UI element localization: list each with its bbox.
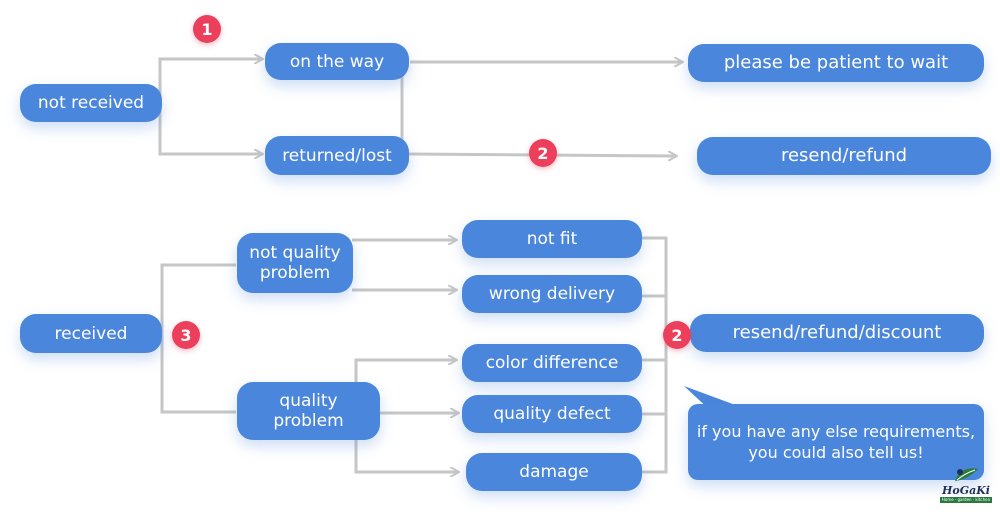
note-line-1: if you have any else requirements, [696,422,976,441]
node-not-fit: not fit [462,220,642,258]
node-received: received [20,314,162,353]
node-color-difference: color difference [462,344,642,382]
badge-3: 3 [172,321,200,349]
logo-tagline: Home · garden · kitchen [939,497,993,503]
node-please-wait: please be patient to wait [688,44,984,82]
badge-2-top: 2 [529,139,557,167]
note-line-2: you could also tell us! [748,443,924,462]
logo-leaf-icon [955,468,978,481]
node-damage: damage [466,453,642,491]
connector-merge-bracket [640,236,668,474]
node-wrong-delivery: wrong delivery [462,275,642,313]
hogaki-logo: HoGaKi Home · garden · kitchen [938,466,994,512]
node-on-the-way: on the way [265,43,409,80]
node-quality-defect: quality defect [462,395,642,433]
badge-1: 1 [193,15,221,43]
connector-not-received-on-the-way [158,59,262,102]
node-returned-lost: returned/lost [265,136,409,175]
connector-received-quality [160,332,236,414]
node-resend-refund-discount: resend/refund/discount [690,314,984,352]
connector-received-not-quality [160,263,236,332]
connector-not-received-returned [158,102,262,154]
node-not-received: not received [20,84,162,122]
node-quality-problem: quality problem [237,382,380,440]
badge-2-bottom: 2 [663,321,691,349]
node-not-quality-problem: not quality problem [237,233,353,293]
logo-name: HoGaKi [942,484,990,497]
note-bubble: if you have any else requirements, you c… [688,404,984,480]
node-resend-refund: resend/refund [697,137,991,175]
